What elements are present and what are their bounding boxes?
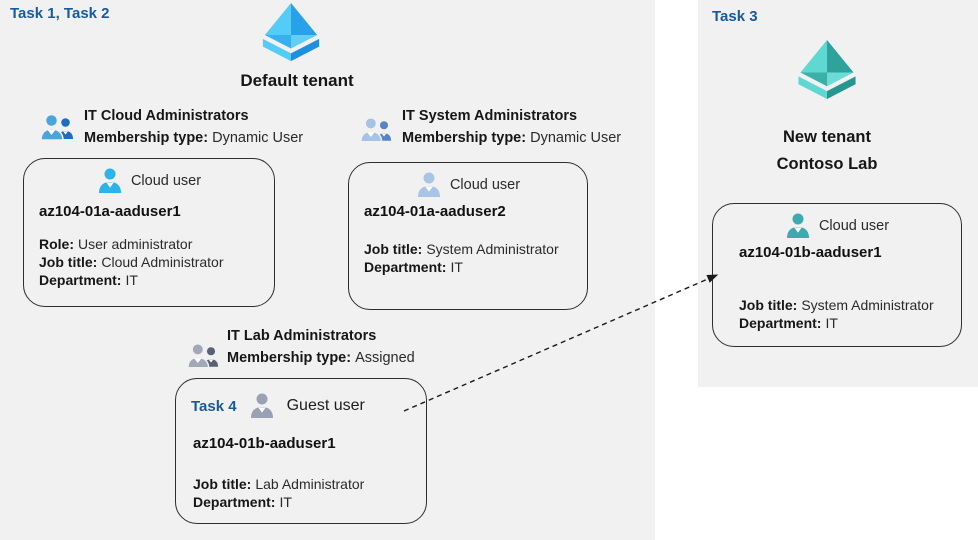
group-name: IT System Administrators xyxy=(402,108,578,124)
card-header: Task 4 Guest user xyxy=(191,391,365,421)
cloud-user-icon xyxy=(98,168,121,193)
group-membership: Membership type:Dynamic User xyxy=(84,130,303,146)
membership-label: Membership type: xyxy=(84,130,209,146)
group-users-icon xyxy=(187,343,219,369)
cloud-user-icon xyxy=(417,172,440,197)
card-header: Cloud user xyxy=(713,204,961,240)
field-row: Department:IT xyxy=(39,272,138,288)
default-tenant-panel xyxy=(0,0,655,540)
username: az104-01a-aaduser1 xyxy=(39,203,181,220)
task-4-label: Task 4 xyxy=(191,397,237,415)
azure-ad-tenant-icon xyxy=(798,39,856,100)
new-tenant-line2: Contoso Lab xyxy=(776,155,878,173)
user-type-label: Cloud user xyxy=(130,173,202,189)
card-header: Cloud user xyxy=(24,159,274,195)
group-membership: Membership type:Assigned xyxy=(227,350,415,366)
user-card-new-tenant: Cloud user az104-01b-aaduser1 Job title:… xyxy=(712,203,962,347)
membership-value: Dynamic User xyxy=(212,130,304,146)
user-type-label: Cloud user xyxy=(818,218,890,234)
user-fields: Job title:System Administrator Departmen… xyxy=(364,240,559,276)
field-row: Role:User administrator xyxy=(39,236,193,252)
new-tenant-name: New tenant Contoso Lab xyxy=(727,124,927,178)
membership-value: Dynamic User xyxy=(530,130,622,146)
field-row: Job title:System Administrator xyxy=(364,241,559,257)
username: az104-01b-aaduser1 xyxy=(739,244,882,261)
group-users-icon xyxy=(360,117,392,143)
user-fields: Role:User administrator Job title:Cloud … xyxy=(39,235,224,289)
username: az104-01a-aaduser2 xyxy=(364,203,506,220)
field-row: Job title:Cloud Administrator xyxy=(39,254,224,270)
user-card-aaduser2: Cloud user az104-01a-aaduser2 Job title:… xyxy=(348,162,588,310)
field-row: Job title:System Administrator xyxy=(739,297,934,313)
guest-user-icon xyxy=(250,393,273,418)
user-fields: Job title:System Administrator Departmen… xyxy=(739,296,934,332)
guest-user-card: Task 4 Guest user az104-01b-aaduser1 Job… xyxy=(175,378,427,524)
cloud-user-icon xyxy=(786,213,809,238)
default-tenant-name: Default tenant xyxy=(240,71,354,90)
field-row: Department:IT xyxy=(193,494,292,510)
user-card-aaduser1: Cloud user az104-01a-aaduser1 Role:User … xyxy=(23,158,275,307)
membership-label: Membership type: xyxy=(227,350,352,366)
task-1-2-label: Task 1, Task 2 xyxy=(10,5,110,22)
group-name: IT Cloud Administrators xyxy=(84,108,249,124)
group-users-icon xyxy=(40,113,73,141)
membership-label: Membership type: xyxy=(402,130,527,146)
azure-ad-tenant-icon xyxy=(262,2,320,62)
user-fields: Job title:Lab Administrator Department:I… xyxy=(193,475,364,511)
group-name: IT Lab Administrators xyxy=(227,328,377,344)
username: az104-01b-aaduser1 xyxy=(193,435,336,452)
field-row: Job title:Lab Administrator xyxy=(193,476,365,492)
card-header: Cloud user xyxy=(349,163,587,199)
task-3-label: Task 3 xyxy=(712,8,758,25)
field-row: Department:IT xyxy=(364,259,463,275)
new-tenant-line1: New tenant xyxy=(782,128,871,146)
field-row: Department:IT xyxy=(739,315,838,331)
user-type-label: Cloud user xyxy=(449,177,521,193)
membership-value: Assigned xyxy=(355,350,415,366)
user-type-label: Guest user xyxy=(286,397,365,414)
group-membership: Membership type:Dynamic User xyxy=(402,130,621,146)
